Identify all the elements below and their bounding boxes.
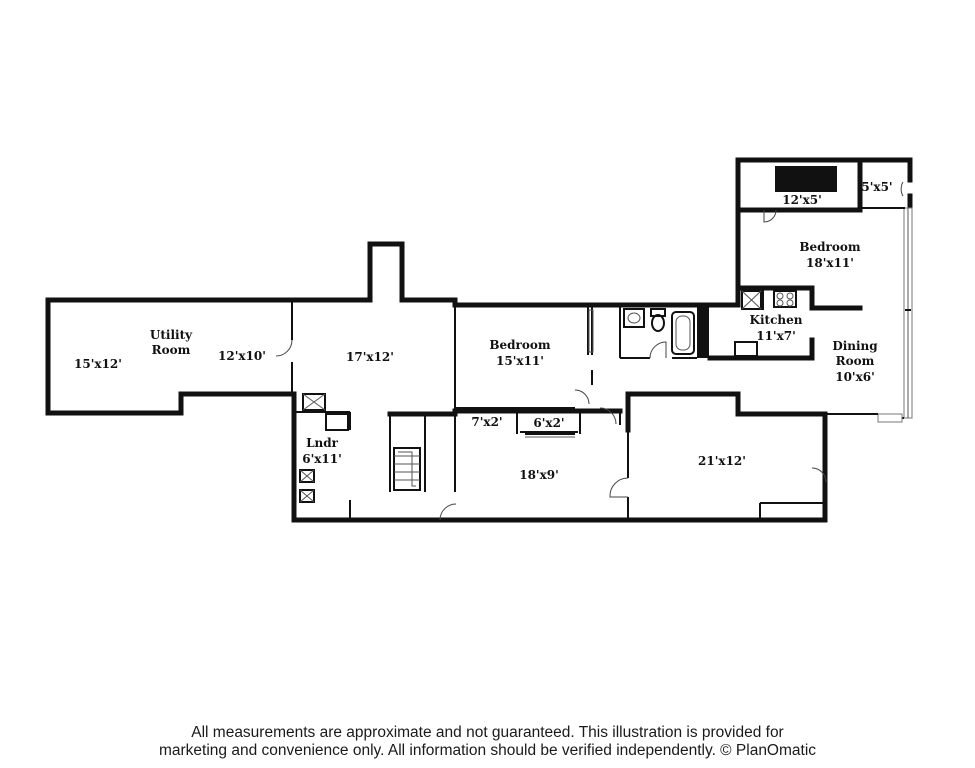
bedroom-mid-name: Bedroom bbox=[489, 338, 550, 352]
exterior-walls bbox=[45, 157, 913, 523]
closet-small-size: 5'x5' bbox=[861, 180, 892, 194]
bay-window bbox=[825, 207, 913, 423]
closet-top-size: 12'x5' bbox=[782, 193, 822, 207]
utility-line1: Utility bbox=[150, 328, 193, 342]
doors bbox=[275, 181, 904, 521]
interior-walls bbox=[291, 157, 905, 520]
fireplace-block bbox=[775, 166, 837, 192]
laundry-size: 6'x11' bbox=[302, 452, 342, 466]
kitchen-size: 11'x7' bbox=[756, 329, 796, 343]
closet-b-size: 6'x2' bbox=[533, 416, 564, 430]
disclaimer-line-2: marketing and convenience only. All info… bbox=[158, 742, 817, 759]
utility-left-size: 15'x12' bbox=[74, 357, 122, 371]
utility-line2: Room bbox=[152, 343, 191, 357]
bedroom-mid-size: 15'x11' bbox=[496, 354, 544, 368]
disclaimer: All measurements are approximate and not… bbox=[0, 724, 975, 760]
bedroom-top-name: Bedroom bbox=[799, 240, 860, 254]
closet-a-size: 7'x2' bbox=[471, 415, 502, 429]
dining-size: 10'x6' bbox=[835, 370, 875, 384]
dining-line1: Dining bbox=[832, 339, 878, 353]
center-room-size: 17'x12' bbox=[346, 350, 394, 364]
laundry-name: Lndr bbox=[306, 436, 339, 450]
dining-line2: Room bbox=[836, 354, 875, 368]
room-lower-right-size: 21'x12' bbox=[698, 454, 746, 468]
fixtures bbox=[299, 166, 837, 503]
kitchen-name: Kitchen bbox=[750, 313, 803, 327]
disclaimer-line-1: All measurements are approximate and not… bbox=[191, 724, 784, 741]
room-labels: 12'x5' 5'x5' Bedroom 18'x11' Kitchen 11'… bbox=[74, 180, 893, 482]
bedroom-top-size: 18'x11' bbox=[806, 256, 854, 270]
room-lower-mid-size: 18'x9' bbox=[519, 468, 559, 482]
utility-right-size: 12'x10' bbox=[218, 349, 266, 363]
